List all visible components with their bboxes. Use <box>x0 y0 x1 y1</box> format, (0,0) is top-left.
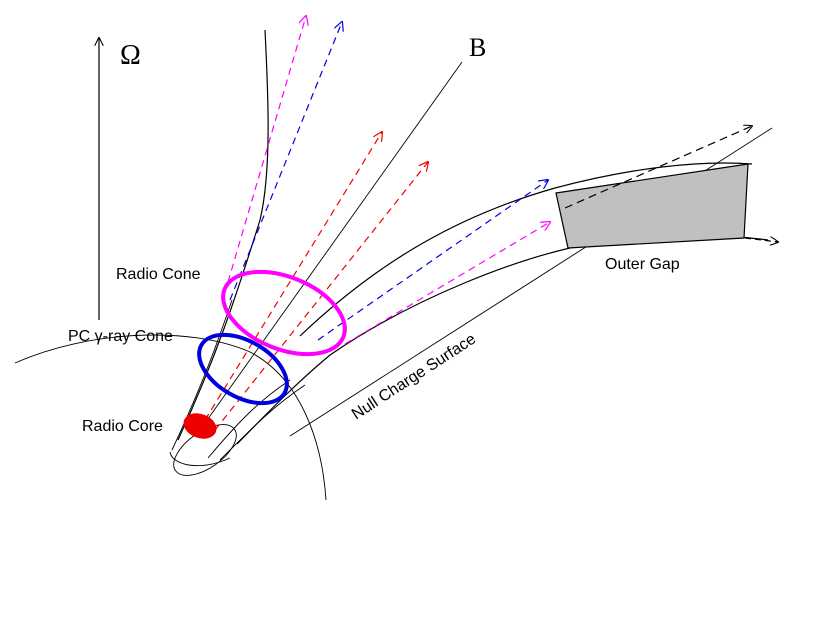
red-emission-arrow-2 <box>214 162 428 431</box>
magenta-emission-arrow-2 <box>344 222 550 345</box>
outer-gap-emission-arrow-2 <box>744 238 778 242</box>
radio-cone-label: Radio Cone <box>116 266 201 283</box>
stellar-surface-arc <box>14 334 327 501</box>
pc-gamma-ray-cone-label: PC γ-ray Cone <box>68 328 173 345</box>
blue-emission-arrow-1 <box>229 22 342 301</box>
omega-label: Ω <box>120 40 141 71</box>
outer-gap-region <box>555 163 749 249</box>
radio-core-spot <box>183 413 217 439</box>
b-field-label: B <box>469 33 486 62</box>
radio-core-label: Radio Core <box>82 418 163 435</box>
blue-emission-arrow-2 <box>317 180 548 341</box>
outer-gap-emission-arrow-1 <box>564 126 752 209</box>
open-field-line-left <box>177 29 269 441</box>
pc-gamma-ray-cone-ring <box>197 332 289 406</box>
tube-base-rim <box>169 451 231 467</box>
radio-cone-ring <box>221 269 347 357</box>
null-charge-surface-label: Null Charge Surface <box>349 331 479 424</box>
inner-field-line-2 <box>207 379 291 459</box>
magnetic-axis-line <box>199 61 463 431</box>
magenta-emission-arrow-1 <box>227 16 306 283</box>
open-field-line-upper <box>299 162 753 337</box>
outer-gap-label: Outer Gap <box>605 256 680 273</box>
